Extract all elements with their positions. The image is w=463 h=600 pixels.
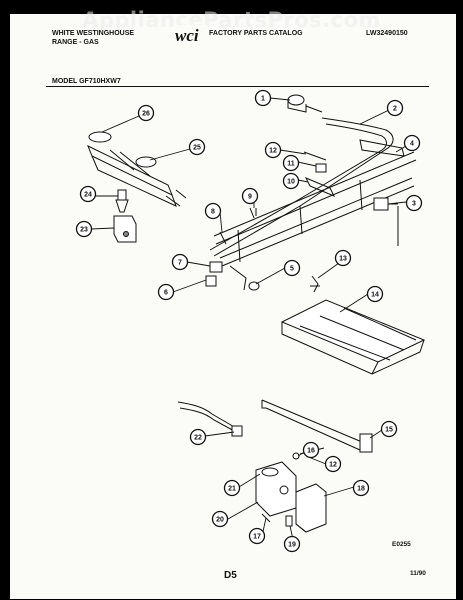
- svg-text:1: 1: [261, 96, 265, 103]
- svg-text:22: 22: [194, 435, 202, 442]
- svg-text:17: 17: [253, 534, 261, 541]
- svg-text:26: 26: [142, 111, 150, 118]
- callout-2: 2: [386, 99, 404, 117]
- callout-12-top: 12: [264, 141, 282, 159]
- callout-4: 4: [403, 134, 421, 152]
- svg-text:20: 20: [216, 517, 224, 524]
- callout-3: 3: [405, 194, 423, 212]
- mounting-bracket: [113, 215, 137, 243]
- oven-igniter-cable: [177, 401, 243, 437]
- callout-8: 8: [204, 202, 222, 220]
- svg-text:12: 12: [329, 462, 337, 469]
- date-code: 11/90: [410, 570, 426, 577]
- svg-text:10: 10: [287, 179, 295, 186]
- svg-text:14: 14: [371, 292, 379, 299]
- svg-text:16: 16: [307, 448, 315, 455]
- screw-hardware: [219, 207, 257, 245]
- callout-24: 24: [79, 185, 97, 203]
- svg-text:18: 18: [357, 486, 365, 493]
- callout-23: 23: [75, 220, 93, 238]
- svg-text:19: 19: [288, 542, 296, 549]
- svg-text:9: 9: [248, 194, 252, 201]
- pressure-regulator: [287, 94, 323, 113]
- callout-7: 7: [171, 253, 189, 271]
- svg-text:8: 8: [211, 209, 215, 216]
- burner-pan-rails: [213, 151, 417, 267]
- brand-line-1: WHITE WESTINGHOUSE: [52, 30, 135, 37]
- callout-10: 10: [282, 172, 300, 190]
- bolt: [310, 275, 320, 293]
- callout-6: 6: [157, 283, 175, 301]
- wci-logo: wci: [174, 25, 208, 45]
- catalog-page: [10, 14, 456, 599]
- callout-21: 21: [223, 479, 241, 497]
- callout-25: 25: [188, 138, 206, 156]
- pan-support: [261, 399, 373, 453]
- logo-text: wci: [175, 26, 199, 45]
- manifold-tube: [209, 117, 405, 257]
- catalog-title: FACTORY PARTS CATALOG: [209, 30, 303, 37]
- callout-20: 20: [211, 510, 229, 528]
- callout-19: 19: [283, 535, 301, 553]
- page-code: D5: [224, 570, 237, 581]
- callout-5: 5: [283, 259, 301, 277]
- callout-13: 13: [334, 249, 352, 267]
- callout-26: 26: [137, 104, 155, 122]
- callout-11: 11: [282, 154, 300, 172]
- top-burner-assembly: [87, 131, 187, 207]
- svg-text:12: 12: [269, 148, 277, 155]
- svg-text:24: 24: [84, 192, 92, 199]
- callout-15: 15: [380, 420, 398, 438]
- callout-1: 1: [254, 89, 272, 107]
- svg-text:25: 25: [193, 145, 201, 152]
- svg-text:2: 2: [393, 106, 397, 113]
- catalog-number: LW32490150: [366, 30, 408, 37]
- svg-text:7: 7: [178, 260, 182, 267]
- callout-22: 22: [189, 428, 207, 446]
- model-label: MODEL GF710HXW7: [52, 78, 121, 85]
- oven-valve: [255, 461, 297, 517]
- svg-text:6: 6: [164, 290, 168, 297]
- valve-screws: [261, 513, 293, 527]
- svg-text:21: 21: [228, 486, 236, 493]
- svg-text:3: 3: [412, 201, 416, 208]
- svg-text:11: 11: [287, 161, 295, 168]
- broiler-pan: [280, 299, 426, 375]
- valve-fittings: [205, 261, 260, 291]
- callout-16: 16: [302, 441, 320, 459]
- callout-18: 18: [352, 479, 370, 497]
- burner-valve: [115, 189, 129, 213]
- svg-text:15: 15: [385, 427, 393, 434]
- callout-9: 9: [241, 187, 259, 205]
- svg-text:5: 5: [290, 266, 294, 273]
- figure-code: E0255: [392, 541, 411, 548]
- orifice-hardware: [303, 151, 336, 197]
- header-rule: [46, 86, 429, 87]
- callout-17: 17: [248, 527, 266, 545]
- igniter: [373, 197, 399, 246]
- brand-line-2: RANGE - GAS: [52, 39, 99, 46]
- svg-text:13: 13: [339, 256, 347, 263]
- callout-12-bottom: 12: [324, 455, 342, 473]
- callout-14: 14: [366, 285, 384, 303]
- oven-thermostat: [295, 483, 327, 533]
- svg-text:23: 23: [80, 227, 88, 234]
- svg-text:4: 4: [410, 141, 414, 148]
